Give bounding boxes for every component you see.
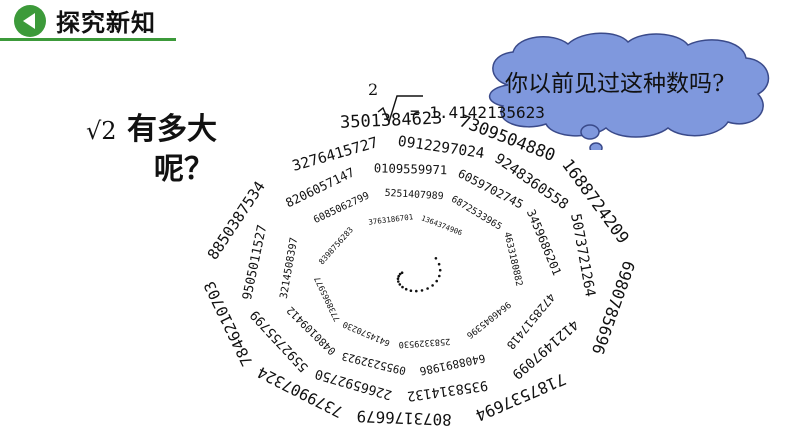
spiral-digit-group: 6408891986	[418, 351, 486, 377]
spiral-digit-group: 3763186701	[368, 212, 414, 227]
spiral-digit-group: 9358314132	[406, 377, 489, 404]
question-line-1: √2 有多大	[86, 104, 217, 148]
spiral-digit-group: 4633180882	[501, 231, 524, 287]
spiral-digit-group: 3214508397	[278, 237, 300, 300]
spiral-digit-group: 6980785696	[588, 258, 639, 357]
spiral-digit-group: 1364374906	[420, 213, 464, 237]
spiral-dot	[397, 274, 401, 278]
question-line-2: 呢？	[154, 152, 214, 187]
spiral-dot	[438, 268, 442, 272]
spiral-dot	[415, 289, 418, 293]
spiral-dot	[420, 289, 424, 292]
spiral-digit-group: 2583329530	[398, 336, 450, 349]
spiral-dot	[398, 272, 402, 276]
spiral-dot	[431, 284, 434, 287]
title-underline	[0, 38, 176, 41]
spiral-dot	[426, 287, 429, 290]
equation-value: = 1.4142135623	[410, 103, 545, 122]
spiral-dot	[437, 262, 441, 266]
spiral-digit-group: 6414570230	[341, 319, 391, 348]
spiral-dot	[438, 274, 441, 278]
back-arrow-icon[interactable]	[14, 5, 46, 37]
spiral-digit-group: 9505011527	[239, 223, 269, 301]
spiral-digit-group: 3459686201	[524, 207, 564, 277]
spiral-digit-group: 3276415727	[290, 134, 380, 175]
spiral-dot	[434, 257, 438, 260]
page-title: 探究新知	[56, 9, 156, 37]
spiral-digit-group: 0912297024	[397, 134, 486, 162]
spiral-dot	[435, 279, 439, 283]
spiral-dot	[396, 277, 400, 281]
radical-sign-icon	[377, 95, 423, 125]
spiral-digit-group: 7738965977	[312, 275, 342, 323]
spiral-dot	[398, 283, 402, 286]
spiral-dot	[409, 289, 413, 293]
spiral-digit-group: 0109559971	[374, 161, 448, 177]
spiral-digit-group: 8398756283	[317, 225, 355, 266]
spiral-digit-group: 3501384623	[340, 108, 443, 132]
spiral-center-dots	[396, 257, 442, 293]
header-bar: 探究新知	[0, 0, 794, 44]
spiral-digit-group: 5251407989	[384, 188, 444, 202]
spiral-digit-group: 9646045396	[464, 299, 512, 340]
thought-bubble-icon	[489, 32, 770, 150]
spiral-dot	[400, 271, 404, 275]
spiral-digit-group: 9248360558	[491, 151, 571, 213]
spiral-dot	[397, 280, 400, 283]
spiral-digit-group: 5073721264	[567, 212, 598, 298]
spiral-dot	[404, 287, 408, 291]
thought-bubble-text: 你以前见过这种数吗?	[505, 71, 725, 97]
root-index: 2	[368, 80, 378, 99]
spiral-digit-group: 0955232923	[340, 349, 407, 377]
spiral-digit-group: 6085062799	[312, 190, 371, 226]
sqrt-two: √2	[86, 117, 117, 145]
spiral-digit-group: 8073176679	[356, 407, 452, 430]
spiral-dot	[401, 285, 404, 289]
question-text-1: 有多大	[127, 112, 218, 147]
